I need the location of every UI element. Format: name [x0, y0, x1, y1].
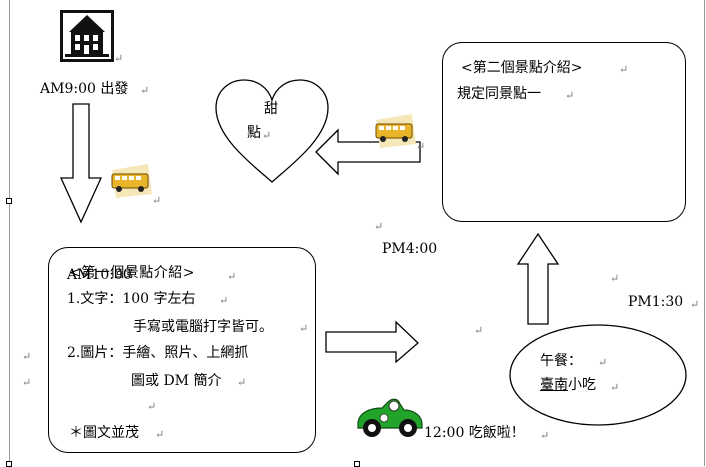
paragraph-mark: ↵: [152, 194, 162, 207]
heart-label-line2: 點: [247, 125, 261, 141]
lunch-ellipse: [509, 324, 687, 426]
spot1-line2: 手寫或電腦打字皆可。: [133, 319, 273, 335]
spot1-title: <第一個景點介紹>: [69, 265, 195, 281]
paragraph-mark: ↵: [598, 356, 608, 369]
paragraph-mark: ↵: [155, 428, 165, 441]
paragraph-mark: ↵: [619, 63, 629, 76]
paragraph-mark: ↵: [22, 376, 32, 389]
right-arrow: [325, 320, 419, 364]
paragraph-mark: ↵: [416, 140, 426, 153]
bus-icon: [111, 164, 152, 198]
paragraph-mark: ↵: [374, 220, 384, 233]
spot1-line3: 2.圖片：手繪、照片、上網抓: [67, 345, 249, 361]
paragraph-mark: ↵: [22, 350, 32, 363]
lunch-food: 小吃: [568, 377, 596, 393]
spot2-box: <第二個景點介紹> ↵ 規定同景點一 ↵: [442, 42, 686, 222]
time-pm1: PM1:30: [628, 294, 684, 310]
time-pm4: PM4:00: [382, 241, 438, 257]
time-noon: 12:00 吃飯啦！: [424, 425, 525, 441]
spot1-line4: 圖或 DM 簡介: [131, 373, 222, 389]
paragraph-mark: ↵: [610, 272, 620, 285]
paragraph-mark: ↵: [540, 429, 550, 442]
paragraph-mark: ↵: [690, 298, 700, 311]
bottom-anchor-handle[interactable]: [354, 461, 360, 467]
bus-icon: [375, 114, 416, 148]
paragraph-mark: ↵: [474, 324, 484, 337]
heart-shape: [215, 79, 329, 183]
paragraph-mark: ↵: [610, 381, 620, 394]
paragraph-mark: ↵: [219, 294, 229, 307]
start-time-label: AM9:00 出發: [40, 81, 129, 97]
spot1-line1: 1.文字：100 字左右: [67, 291, 196, 307]
house-icon: [60, 10, 114, 62]
paragraph-mark: ↵: [227, 270, 237, 283]
spot2-line1: 規定同景點一: [457, 86, 541, 102]
lunch-line1: 午餐：: [540, 353, 582, 369]
paragraph-mark: ↵: [237, 376, 247, 389]
paragraph-mark: ↵: [147, 400, 157, 413]
heart-label-line1: 甜: [264, 101, 278, 117]
paragraph-mark: ↵: [114, 52, 124, 65]
paragraph-mark: ↵: [140, 84, 150, 97]
spot1-overlay-time: AM10:00: [67, 267, 132, 283]
margin-guide-right: [704, 0, 705, 466]
paragraph-mark: ↵: [262, 129, 272, 142]
left-arrow: [315, 128, 421, 176]
race-car-icon: [357, 398, 423, 437]
bottom-left-anchor-handle[interactable]: [6, 461, 12, 467]
left-anchor-handle[interactable]: [6, 198, 12, 204]
down-arrow: [59, 103, 103, 224]
spot1-box: <第一個景點介紹> AM10:00 ↵ 1.文字：100 字左右 ↵ 手寫或電腦…: [48, 247, 316, 453]
lunch-place: 臺南: [540, 377, 568, 393]
margin-guide-left: [9, 0, 10, 466]
spot2-title: <第二個景點介紹>: [461, 60, 583, 76]
paragraph-mark: ↵: [299, 322, 309, 335]
paragraph-mark: ↵: [565, 89, 575, 102]
up-arrow: [516, 232, 560, 325]
spot1-line5: ＊圖文並茂: [69, 425, 139, 441]
